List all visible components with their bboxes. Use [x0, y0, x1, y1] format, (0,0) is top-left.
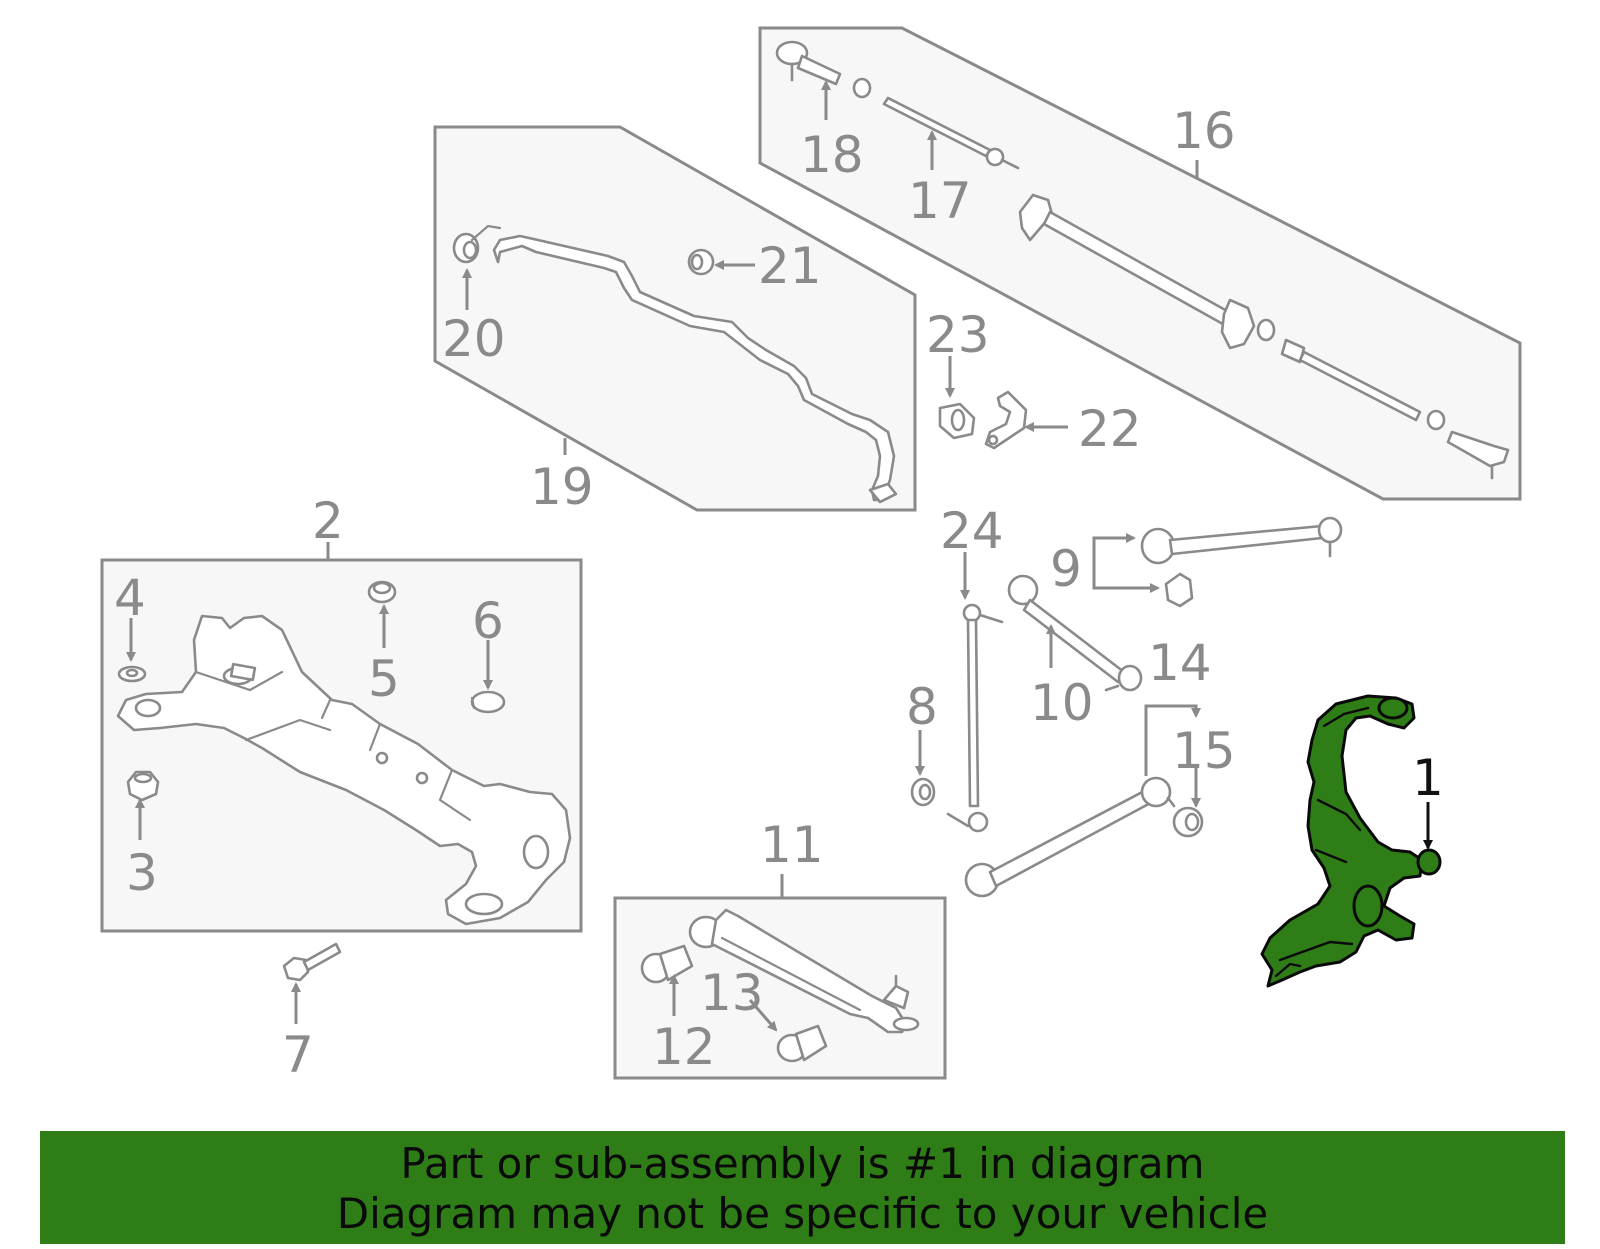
callout-6: 6 [472, 592, 504, 650]
part-24-stabilizer-link[interactable] [946, 603, 1004, 833]
part-18-tie-rod-end[interactable] [775, 40, 872, 99]
part-6-cap[interactable] [470, 690, 506, 714]
callout-8: 8 [906, 678, 938, 736]
callout-13: 13 [700, 964, 764, 1022]
callout-4: 4 [114, 569, 146, 627]
callout-17: 17 [908, 172, 972, 230]
part-23-bushing[interactable] [938, 402, 976, 440]
callout-20: 20 [442, 310, 506, 368]
callout-labels: 1 2 3 4 5 6 7 8 9 10 11 12 13 14 15 16 1… [114, 102, 1444, 1084]
callout-15: 15 [1172, 722, 1236, 780]
part-17-inner-tie-rod[interactable] [882, 96, 1020, 170]
leader-lines [126, 80, 1433, 1032]
callout-10: 10 [1030, 674, 1094, 732]
callout-3: 3 [126, 844, 158, 902]
part-5-bumper[interactable] [367, 580, 397, 604]
callout-19: 19 [530, 458, 594, 516]
part-22-bracket[interactable] [984, 390, 1028, 450]
callout-16: 16 [1172, 102, 1236, 160]
part-12-bushing[interactable] [640, 944, 694, 984]
callout-2: 2 [312, 492, 344, 550]
callout-21: 21 [758, 237, 822, 295]
callout-18: 18 [800, 126, 864, 184]
callout-11: 11 [760, 816, 824, 874]
part-20-clamp[interactable] [452, 224, 502, 264]
callout-1: 1 [1412, 749, 1444, 807]
notice-banner: Part or sub-assembly is #1 in diagram Di… [40, 1131, 1565, 1244]
callout-9: 9 [1050, 540, 1082, 598]
callout-5: 5 [368, 650, 400, 708]
part-21-bushing[interactable] [687, 248, 715, 276]
part-13-bushing[interactable] [776, 1024, 828, 1063]
part-15-bushing[interactable] [1172, 806, 1204, 838]
part-19-stabilizer-bar[interactable] [492, 234, 898, 504]
part-16-rack[interactable] [1018, 193, 1510, 480]
part-7-bolt[interactable] [282, 942, 342, 982]
part-1-knuckle[interactable] [1260, 694, 1442, 988]
banner-line-2: Diagram may not be specific to your vehi… [336, 1189, 1269, 1238]
callout-7: 7 [282, 1026, 314, 1084]
part-9-upper-arm[interactable] [1140, 516, 1343, 608]
part-11-lower-arm[interactable] [688, 908, 920, 1034]
part-8-nut[interactable] [910, 777, 936, 807]
part-2-crossmember[interactable] [116, 614, 572, 926]
callout-23: 23 [926, 306, 990, 364]
banner-line-1: Part or sub-assembly is #1 in diagram [400, 1139, 1205, 1188]
callout-24: 24 [940, 502, 1004, 560]
part-14-link[interactable] [964, 776, 1176, 898]
part-3-nut[interactable] [126, 770, 160, 802]
callout-22: 22 [1078, 400, 1142, 458]
callout-14: 14 [1148, 634, 1212, 692]
part-10-lateral-link[interactable] [1007, 574, 1143, 692]
part-4-washer[interactable] [117, 665, 147, 683]
callout-12: 12 [652, 1018, 716, 1076]
